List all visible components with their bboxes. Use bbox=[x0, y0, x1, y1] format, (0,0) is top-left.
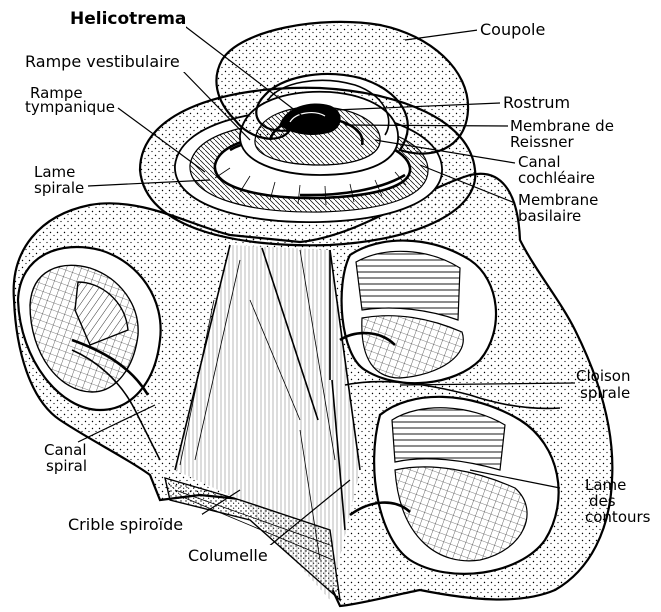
label-cloison-spirale-line1: Cloison bbox=[576, 367, 631, 385]
label-crible-spiroide: Crible spiroïde bbox=[68, 515, 183, 534]
label-rampe-tympanique-line2: tympanique bbox=[25, 98, 115, 116]
label-membrane-reissner-line2: Reissner bbox=[510, 133, 575, 151]
label-canal-cochleaire-line2: cochléaire bbox=[518, 169, 595, 187]
label-canal-spiral-line2: spiral bbox=[46, 457, 87, 475]
label-membrane-basilaire-line2: basilaire bbox=[518, 207, 581, 225]
label-rampe-vestibulaire: Rampe vestibulaire bbox=[25, 52, 180, 71]
label-columelle: Columelle bbox=[188, 546, 268, 565]
leader-coupole bbox=[405, 30, 478, 40]
label-rostrum: Rostrum bbox=[503, 93, 570, 112]
label-helicotrema: Helicotrema bbox=[70, 9, 186, 29]
label-cloison-spirale-line2: spirale bbox=[580, 384, 630, 402]
right-tube-upper bbox=[340, 241, 496, 384]
label-lame-contours-line3: contours bbox=[585, 508, 651, 526]
label-lame-spirale-line2: spirale bbox=[34, 179, 84, 197]
label-coupole: Coupole bbox=[480, 20, 545, 39]
